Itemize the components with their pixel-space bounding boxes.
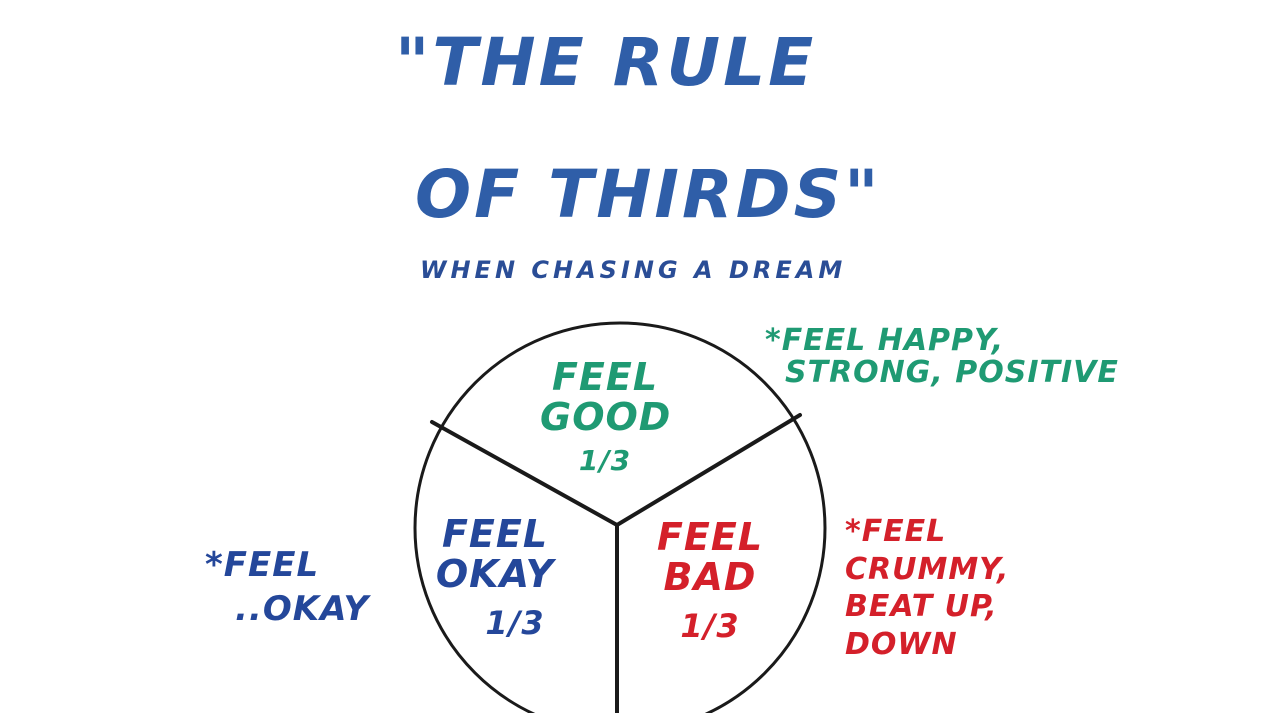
bad-note-line1: *Feel — [845, 514, 947, 549]
bad-line1: Feel — [656, 515, 764, 559]
okay-note-line1: *Feel — [205, 545, 320, 585]
okay-line1: Feel — [441, 512, 549, 556]
segment-bad-label: Feel Bad 1/3 — [640, 515, 780, 645]
subtitle: when chasing a dream — [420, 256, 847, 284]
good-line2: Good — [540, 394, 672, 439]
bad-note: *Feel crummy, beat up, down — [845, 513, 1009, 663]
pie-circle — [413, 321, 827, 713]
okay-fraction: 1/3 — [485, 603, 545, 642]
bad-note-line3: beat up, — [845, 589, 998, 624]
good-note: *Feel happy, strong, positive — [765, 325, 1119, 388]
okay-note-line2: ..okay — [235, 588, 370, 629]
segment-okay-label: Feel Okay 1/3 — [420, 512, 570, 642]
okay-line2: Okay — [435, 551, 555, 596]
title-line-1: "The Rule — [395, 24, 817, 101]
segment-good-label: Feel Good 1/3 — [540, 355, 672, 477]
bad-note-line2: crummy, — [845, 551, 1010, 587]
divider-left — [430, 420, 619, 527]
bad-note-line4: down — [845, 626, 958, 662]
bad-line2: Bad — [663, 554, 757, 599]
good-line1: Feel — [551, 355, 659, 399]
bad-fraction: 1/3 — [680, 606, 740, 645]
title-line-2: of Thirds" — [415, 156, 882, 233]
good-note-line1: *Feel happy, — [765, 323, 1005, 358]
divider-right — [615, 413, 802, 527]
good-note-line2: strong, positive — [785, 354, 1119, 390]
okay-note: *Feel ..okay — [205, 545, 370, 629]
good-fraction: 1/3 — [578, 443, 632, 477]
